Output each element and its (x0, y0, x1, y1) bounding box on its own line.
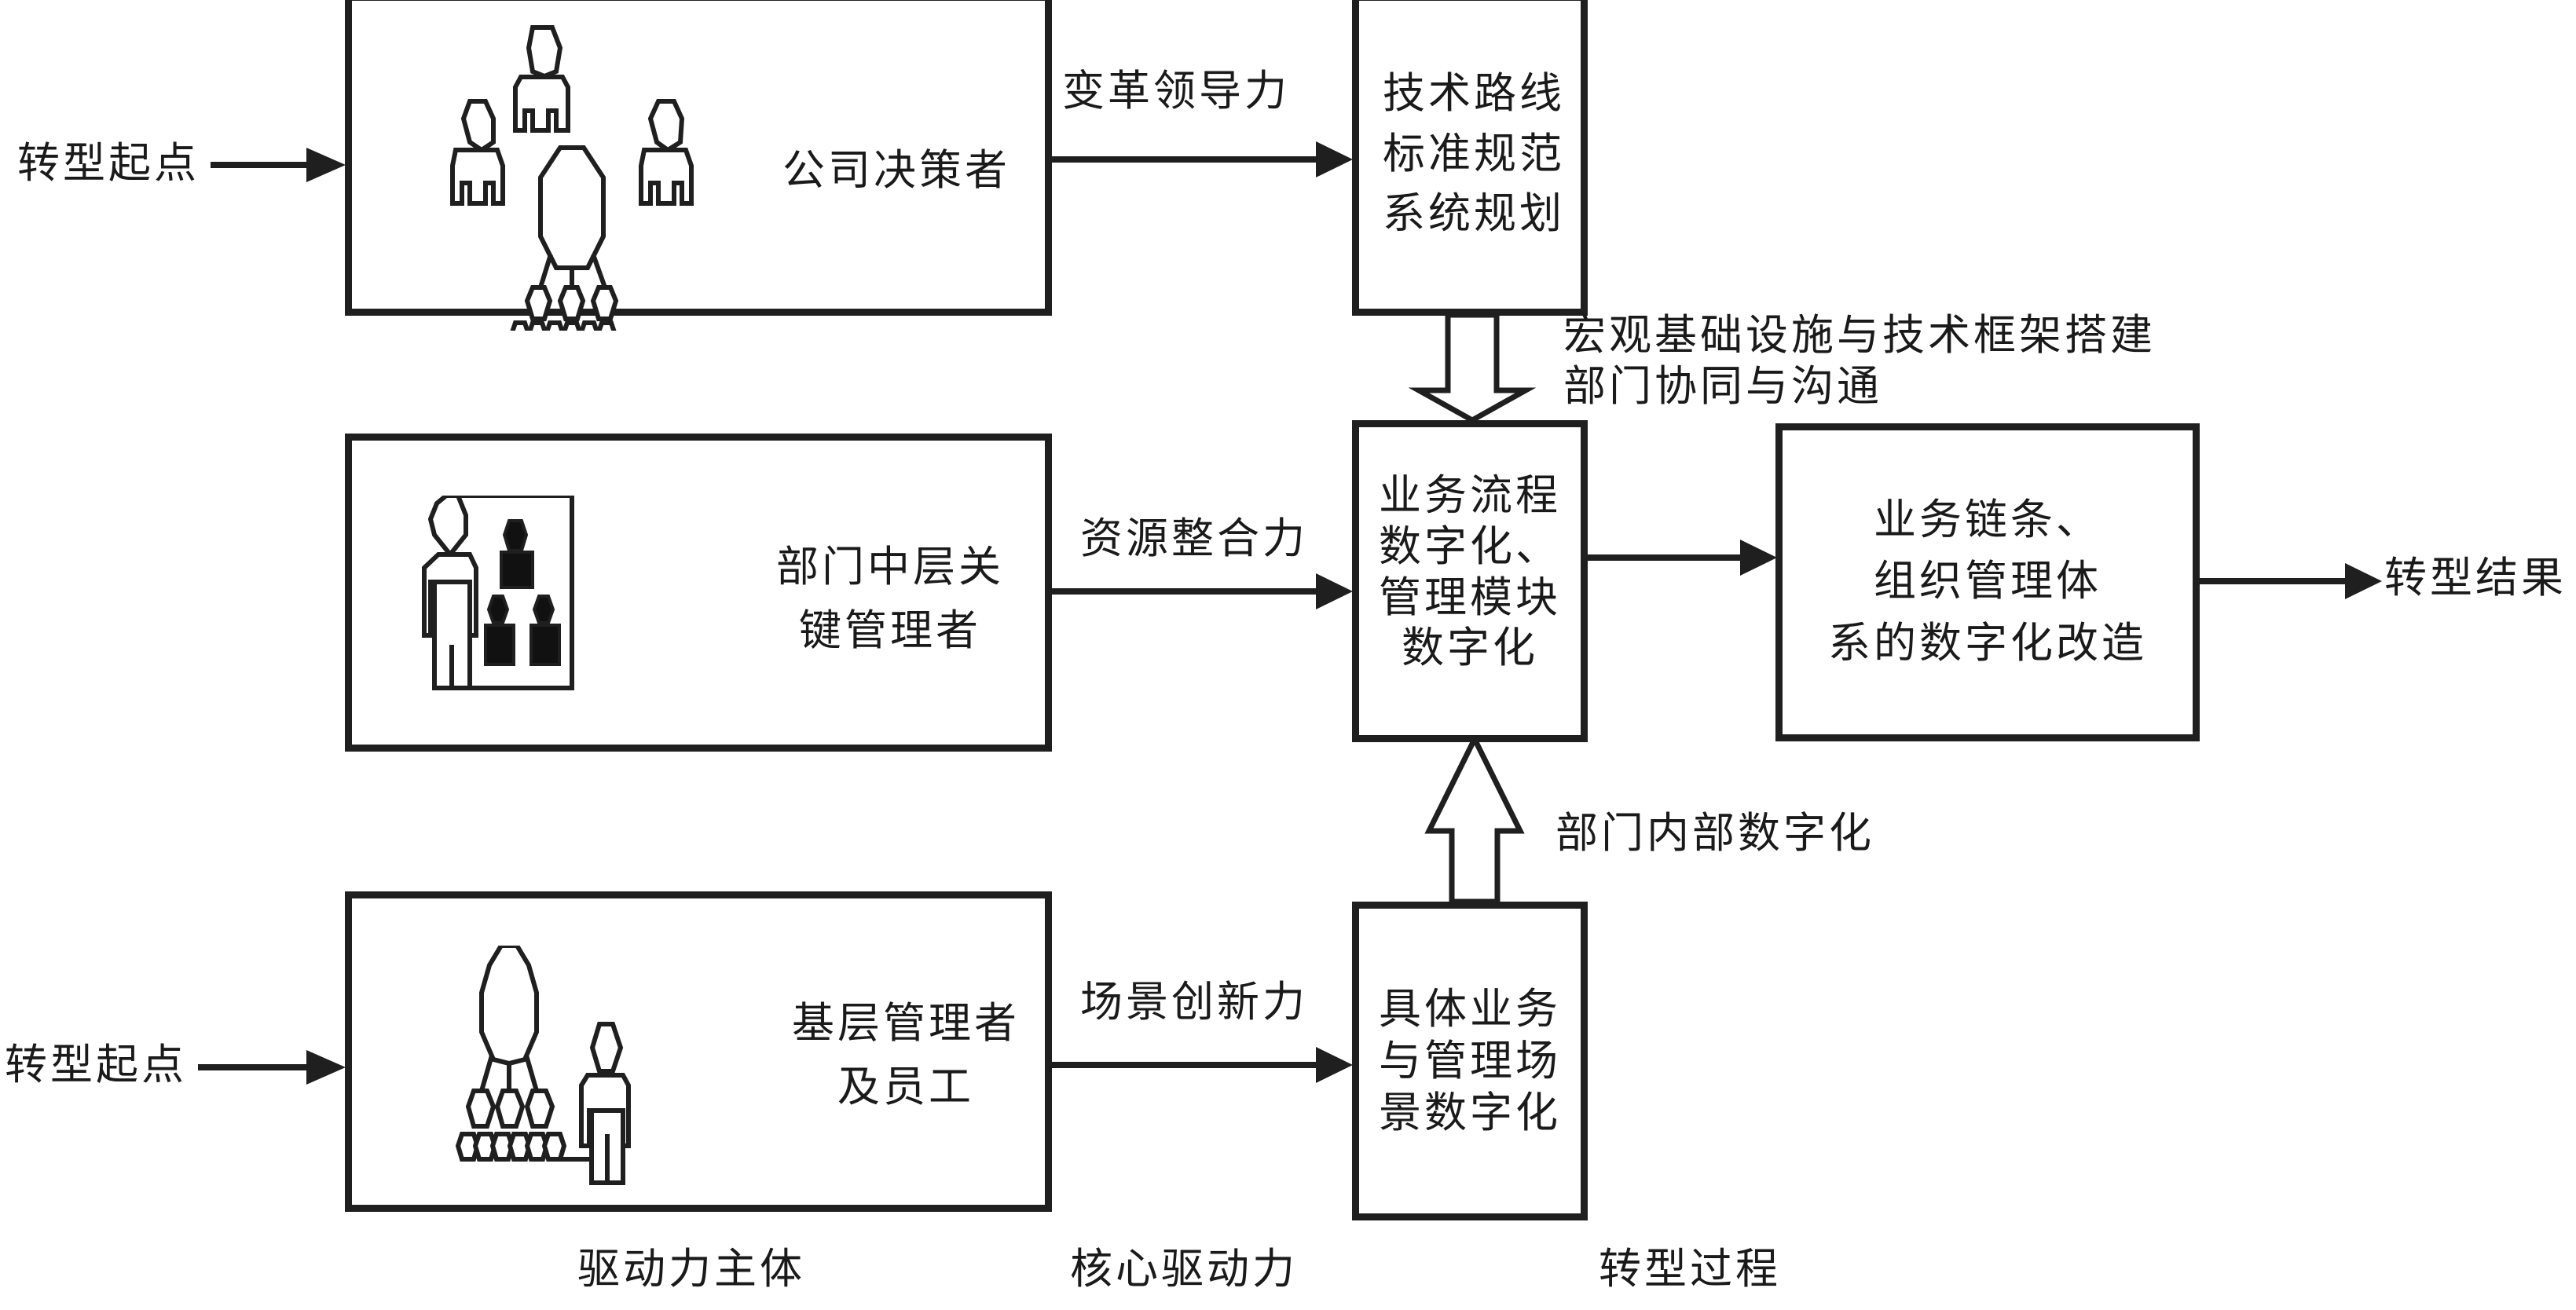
start-label-top: 转型起点 (17, 138, 200, 188)
arrow-process-to-result (1585, 540, 1777, 576)
arrow-leadership (1051, 141, 1353, 177)
business-line: 数字化 (1402, 623, 1538, 673)
arrow-resource (1051, 573, 1353, 609)
arrow-start-top (211, 148, 346, 182)
result-line: 业务链条、 (1874, 495, 2101, 544)
scenario-text: 具体业务 与管理场 景数字化 (1359, 983, 1581, 1139)
actor-label-line: 键管理者 (799, 606, 981, 655)
force-label-resource: 资源整合力 (1080, 514, 1308, 563)
business-line: 业务流程 (1379, 470, 1561, 520)
tech-line: 技术路线 (1383, 68, 1565, 118)
arrow-start-bottom (198, 1050, 346, 1085)
actor-label-line: 部门中层关 (776, 542, 1004, 591)
tech-line: 系统规划 (1383, 188, 1565, 239)
force-label-scenario: 场景创新力 (1080, 977, 1308, 1026)
business-text: 业务流程 数字化、 管理模块 数字化 (1359, 470, 1581, 674)
arrow-scenario (1051, 1047, 1353, 1083)
actor-label-line: 及员工 (837, 1062, 974, 1111)
tech-line: 标准规范 (1383, 128, 1565, 178)
start-label-bottom: 转型起点 (5, 1040, 187, 1089)
actor-box-middle-managers: 部门中层关 键管理者 (345, 434, 1052, 752)
actor-label-middle-managers: 部门中层关 键管理者 (776, 535, 1004, 662)
result-line: 组织管理体 (1874, 556, 2101, 606)
tech-text: 技术路线 标准规范 系统规划 (1383, 64, 1565, 244)
arrow-result-output (2198, 563, 2382, 599)
block-arrow-down (1408, 312, 1537, 424)
scenario-line: 景数字化 (1379, 1087, 1561, 1137)
column-label-process: 转型过程 (1599, 1244, 1781, 1294)
result-output-label: 转型结果 (2384, 553, 2567, 602)
annotation-line: 部门协同与沟通 (1563, 360, 1882, 411)
result-line: 系的数字化改造 (1828, 617, 2147, 668)
actor-label-line: 基层管理者 (792, 998, 1020, 1048)
process-box-tech: 技术路线 标准规范 系统规划 (1352, 0, 1588, 316)
block-arrow-up (1424, 733, 1525, 905)
annotation-line: 宏观基础设施与技术框架搭建 (1563, 310, 2156, 360)
business-line: 管理模块 (1379, 572, 1561, 622)
force-label-leadership: 变革领导力 (1062, 66, 1290, 115)
result-text: 业务链条、 组织管理体 系的数字化改造 (1783, 489, 2193, 674)
org-chart-with-employee-icon (455, 946, 631, 1185)
result-box: 业务链条、 组织管理体 系的数字化改造 (1775, 423, 2200, 741)
presenter-with-team-icon (422, 496, 574, 690)
column-label-actors: 驱动力主体 (577, 1244, 805, 1294)
annotation-dept-internal: 部门内部数字化 (1555, 808, 1874, 858)
actor-label-decision-makers: 公司决策者 (782, 145, 1010, 195)
actor-box-decision-makers: 公司决策者 (345, 0, 1052, 331)
process-box-scenario: 具体业务 与管理场 景数字化 (1352, 902, 1588, 1220)
business-line: 数字化、 (1379, 521, 1561, 571)
leadership-group-icon (450, 25, 694, 331)
annotation-infrastructure: 宏观基础设施与技术框架搭建 部门协同与沟通 (1563, 310, 2156, 412)
column-label-forces: 核心驱动力 (1070, 1244, 1298, 1294)
process-box-business: 业务流程 数字化、 管理模块 数字化 (1352, 420, 1588, 742)
actor-label-frontline: 基层管理者 及员工 (792, 991, 1020, 1118)
scenario-line: 与管理场 (1379, 1035, 1561, 1085)
scenario-line: 具体业务 (1379, 984, 1561, 1034)
actor-box-frontline: 基层管理者 及员工 (345, 891, 1052, 1212)
